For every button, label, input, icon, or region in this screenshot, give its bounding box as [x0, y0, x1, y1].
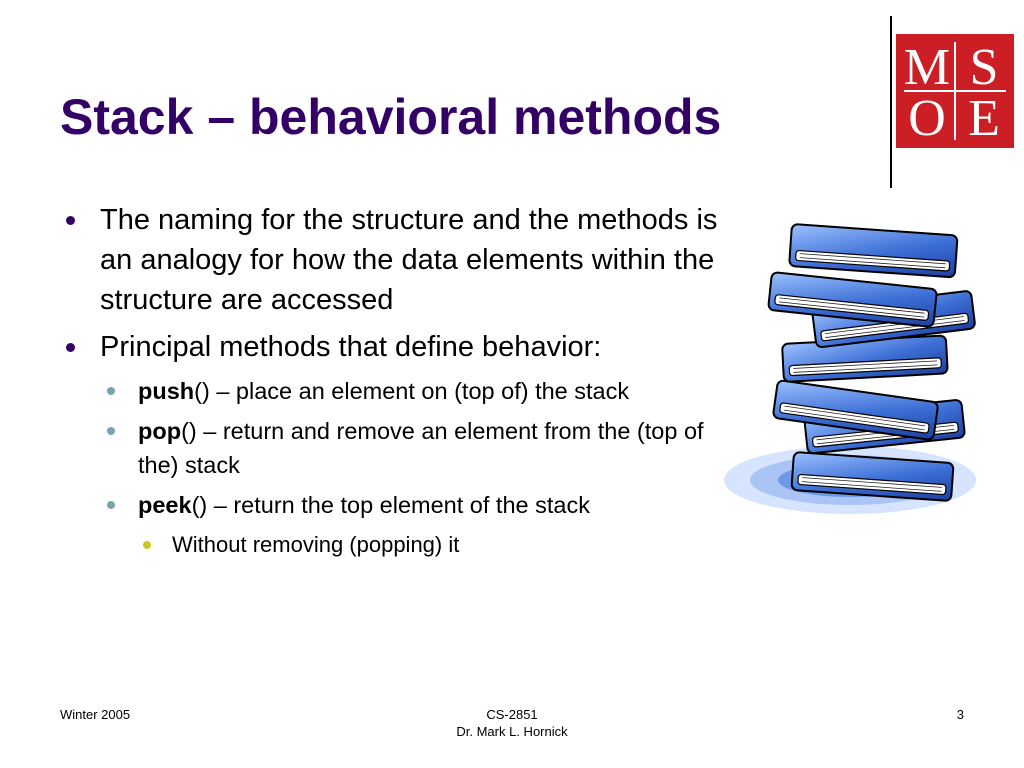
- page-number: 3: [956, 707, 964, 722]
- method-pop: pop() – return and remove an element fro…: [100, 414, 720, 482]
- method-description: () – return the top element of the stack: [191, 492, 590, 518]
- bullet-dot: [66, 343, 75, 352]
- footer-course: CS-2851 Dr. Mark L. Hornick: [412, 706, 612, 740]
- header-divider: [890, 16, 892, 188]
- sub-bullet-dot: [107, 501, 115, 509]
- bullet-dot: [66, 216, 75, 225]
- msoe-logo: M S O E: [896, 34, 1014, 148]
- footer-author: Dr. Mark L. Hornick: [456, 724, 568, 739]
- method-push: push() – place an element on (top of) th…: [100, 374, 720, 408]
- bullet-text: The naming for the structure and the met…: [100, 204, 718, 316]
- bullet-principal-methods: Principal methods that define behavior:: [60, 327, 720, 367]
- sub-sub-bullet-dot: [143, 541, 151, 549]
- method-description: () – place an element on (top of) the st…: [194, 378, 630, 404]
- footer-date: Winter 2005: [60, 707, 131, 722]
- method-name: pop: [138, 418, 182, 444]
- footer-course-code: CS-2851: [486, 707, 538, 722]
- slide-body: The naming for the structure and the met…: [60, 200, 720, 562]
- sub-bullet-dot: [107, 387, 115, 395]
- logo-letter-s: S: [970, 39, 999, 96]
- method-name: peek: [138, 492, 192, 518]
- logo-letter-m: M: [904, 39, 950, 96]
- bullet-text: Principal methods that define behavior:: [100, 331, 602, 363]
- method-peek: peek() – return the top element of the s…: [100, 488, 720, 522]
- sub-bullet-without-removing: Without removing (popping) it: [138, 528, 720, 562]
- sub-bullet-text: Without removing (popping) it: [172, 532, 460, 557]
- slide-title: Stack – behavioral methods: [60, 89, 722, 145]
- logo-letter-o: O: [908, 90, 946, 147]
- sub-bullet-dot: [107, 427, 115, 435]
- logo-letter-e: E: [968, 90, 1000, 147]
- method-name: push: [138, 378, 195, 404]
- stack-of-books-icon: [724, 223, 976, 514]
- bullet-naming: The naming for the structure and the met…: [60, 200, 720, 320]
- method-description: () – return and remove an element from t…: [138, 418, 704, 478]
